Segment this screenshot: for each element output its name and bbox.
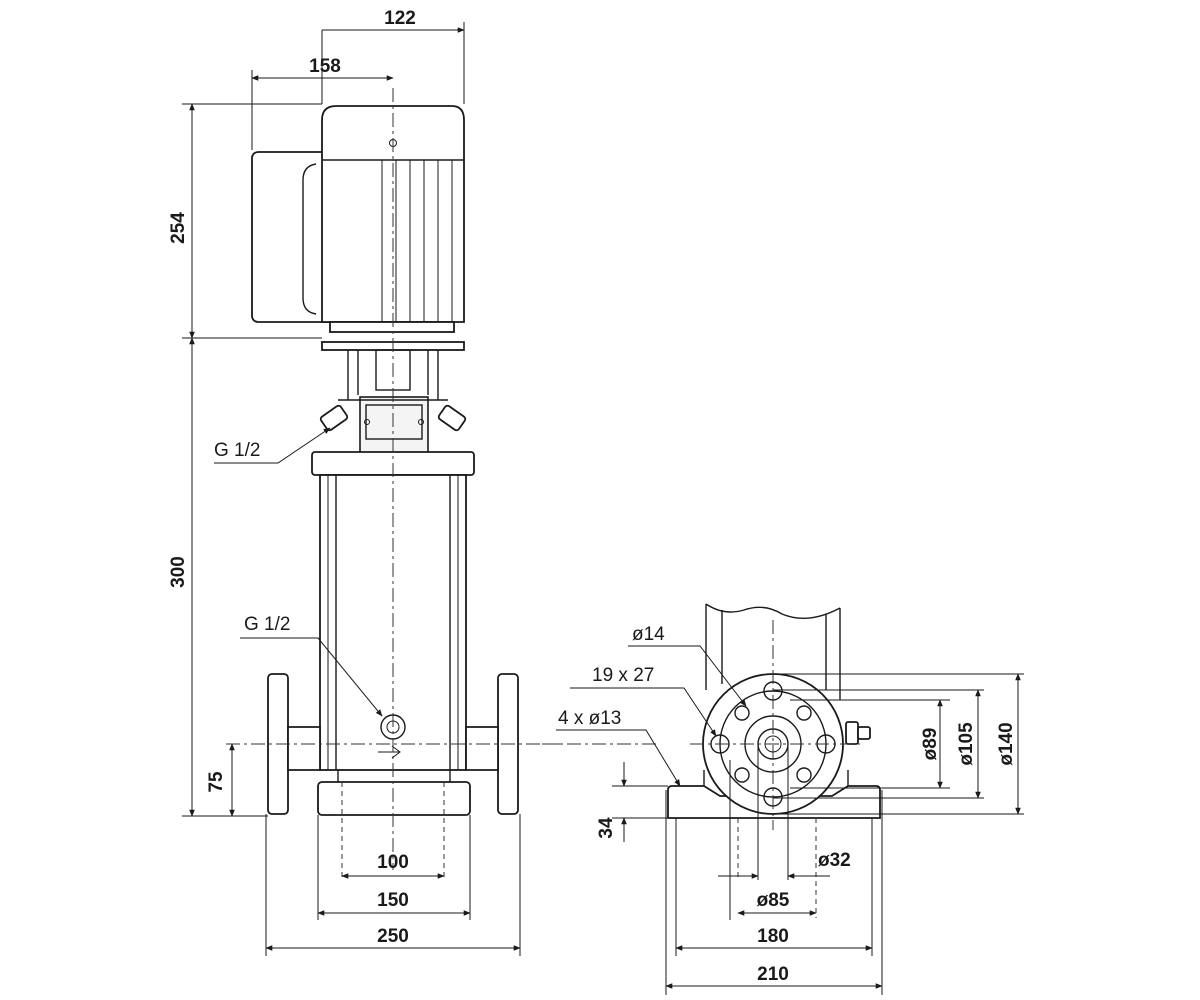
dim-phi32: ø32	[818, 850, 851, 871]
dim-phi140: ø140	[996, 722, 1017, 765]
dim-75: 75	[206, 771, 227, 793]
callout-phi14: ø14	[632, 624, 665, 645]
bottom-view-callouts: ø14 19 x 27 4 x ø13	[556, 624, 747, 787]
callout-drain-plug: G 1/2	[244, 614, 290, 635]
dim-300: 300	[168, 556, 189, 588]
dim-34: 34	[596, 817, 617, 839]
dim-210: 210	[757, 964, 789, 985]
pump-base	[317, 781, 471, 816]
callout-4x13: 4 x ø13	[558, 708, 621, 729]
dim-122: 122	[384, 8, 416, 29]
dim-phi105: ø105	[956, 722, 977, 766]
callout-vent-plug: G 1/2	[214, 440, 260, 461]
dim-250: 250	[377, 926, 409, 947]
dim-254: 254	[168, 212, 189, 244]
dim-158: 158	[309, 56, 341, 77]
dim-180: 180	[757, 926, 789, 947]
dim-100: 100	[377, 852, 409, 873]
bottom-view	[542, 603, 881, 918]
dim-150: 150	[377, 890, 409, 911]
front-view	[226, 88, 560, 880]
dim-phi89: ø89	[920, 728, 941, 761]
front-view-callouts: G 1/2 G 1/2	[214, 427, 383, 717]
callout-19x27: 19 x 27	[592, 665, 654, 686]
front-view-dimensions: 122 158 254 300 75 100 150 250	[168, 8, 521, 956]
dim-phi85: ø85	[757, 890, 790, 911]
bottom-view-dimensions: 34 ø32 ø85 180 210 ø89 ø105	[596, 673, 1024, 995]
motor-stool	[319, 349, 467, 456]
